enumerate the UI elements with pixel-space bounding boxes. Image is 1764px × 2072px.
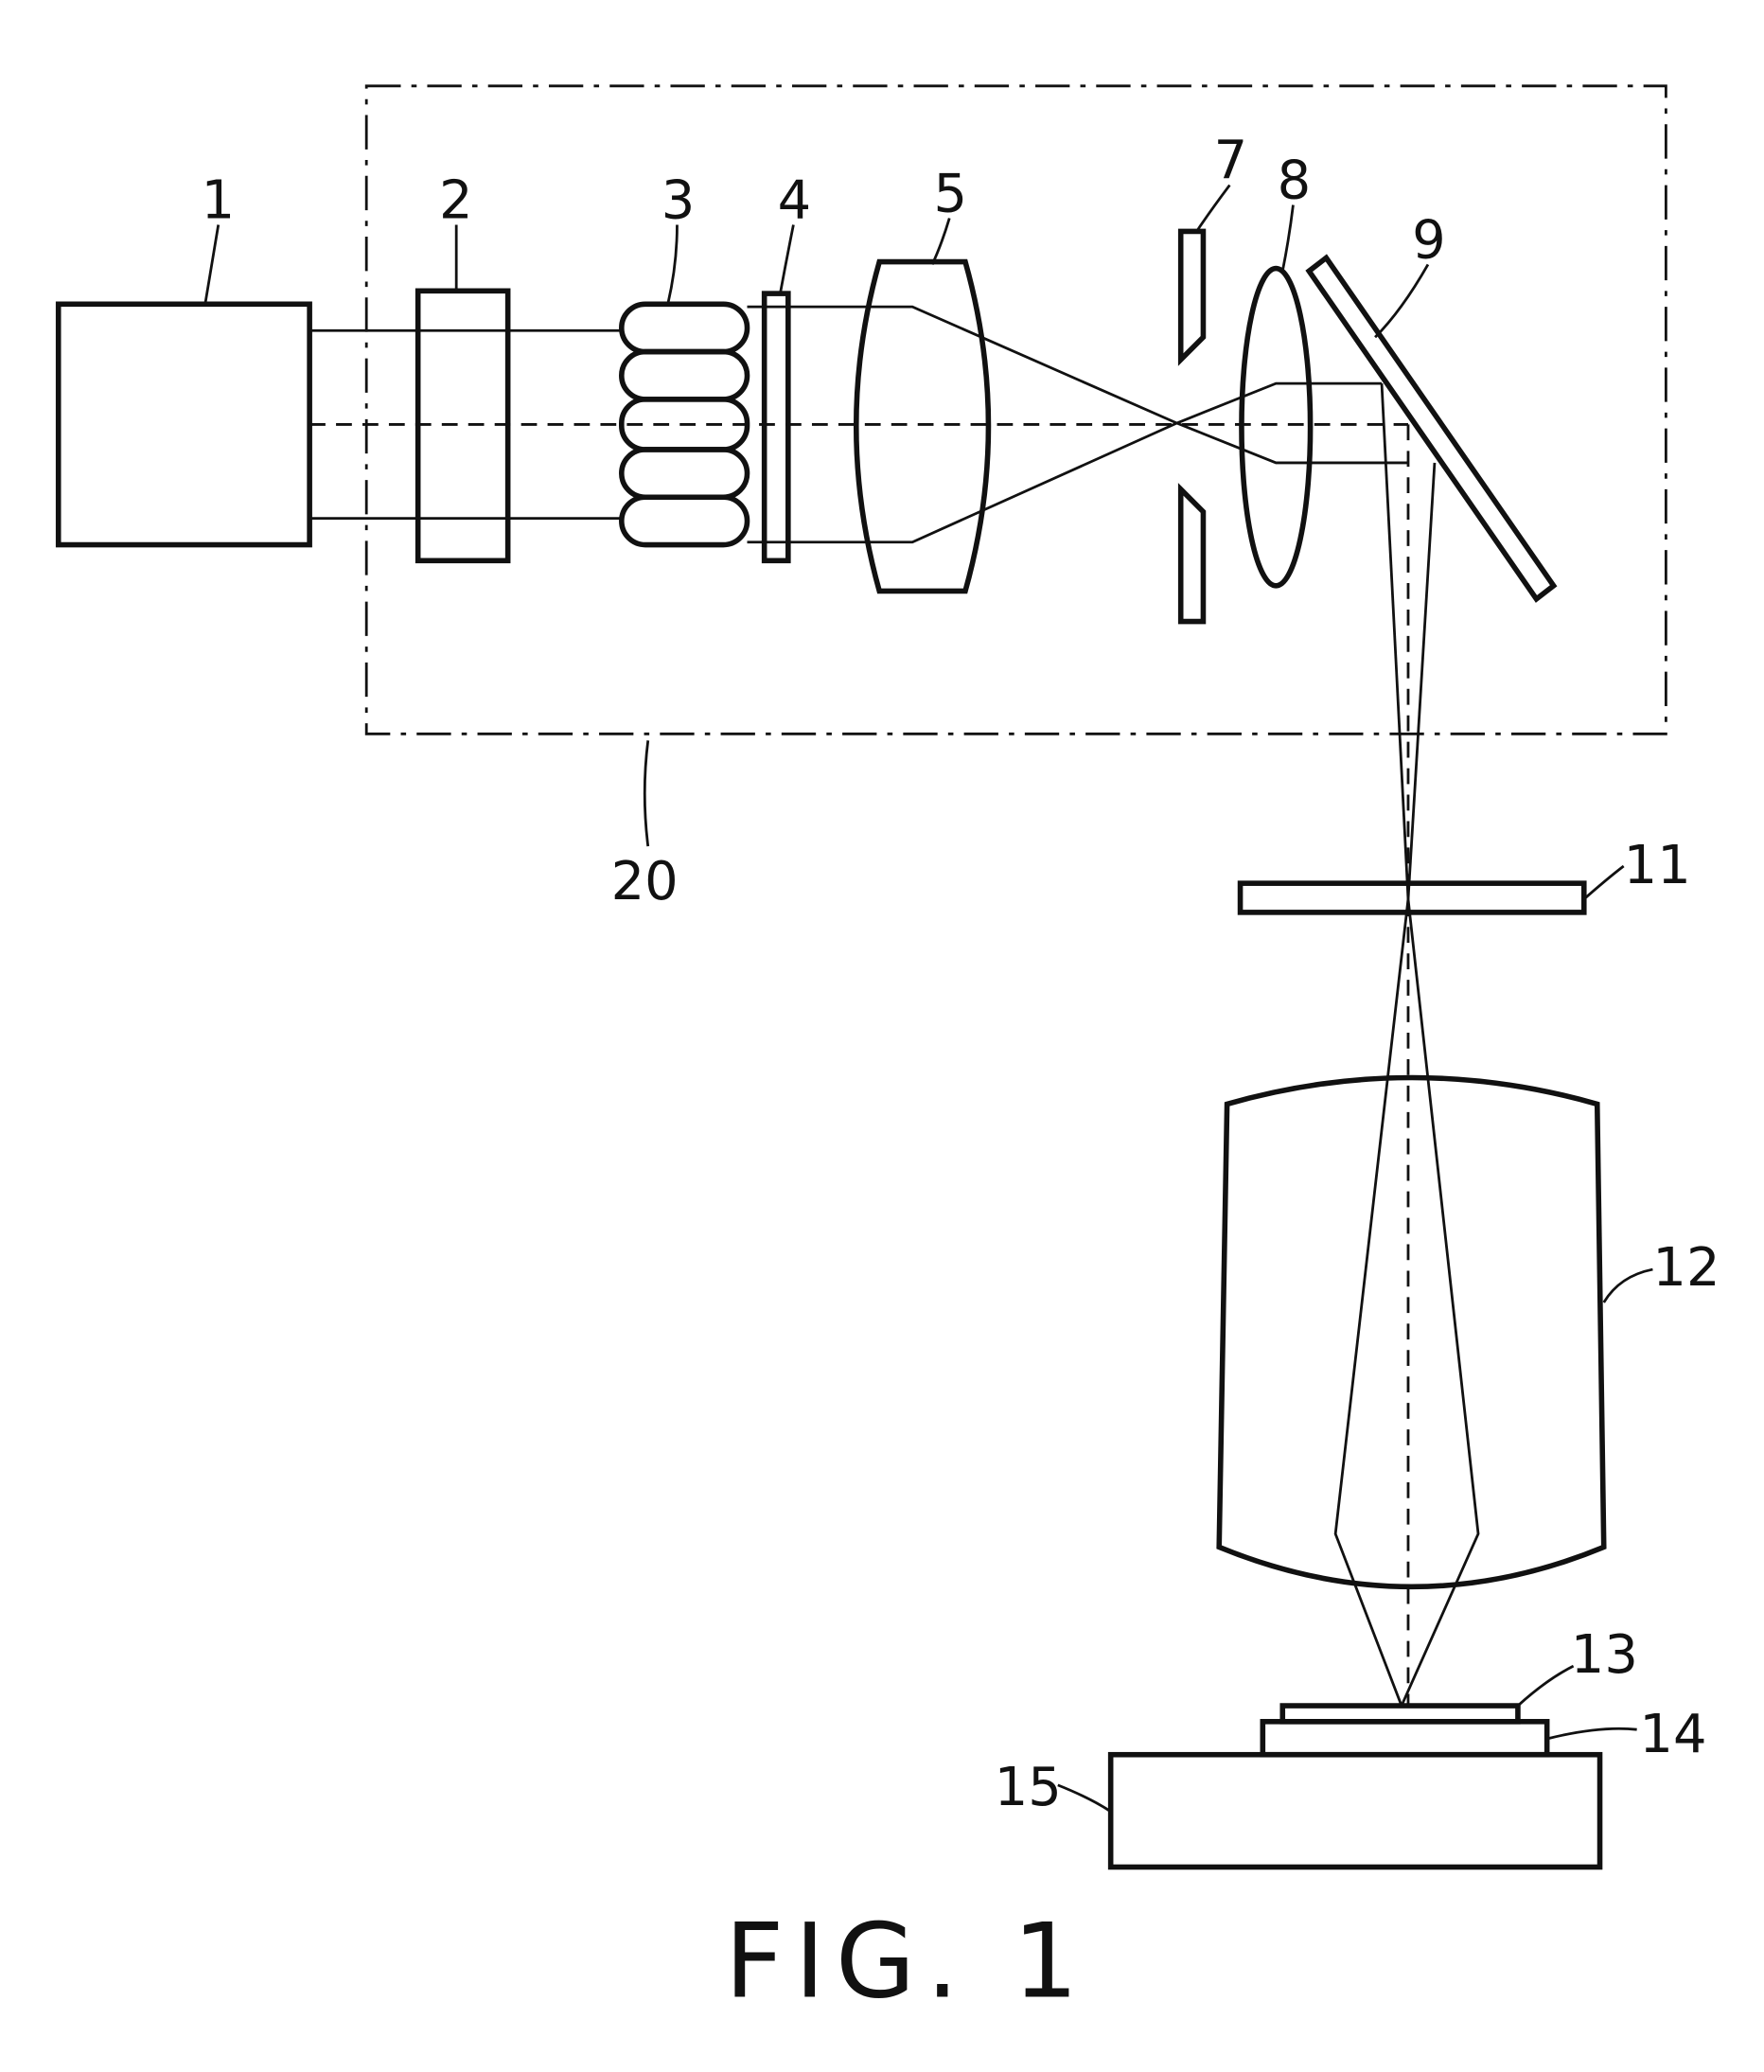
label-11: 11 xyxy=(1624,835,1691,896)
label-15: 15 xyxy=(995,1757,1062,1818)
plate-4 xyxy=(765,293,788,560)
lens-8 xyxy=(1242,269,1311,586)
label-14: 14 xyxy=(1639,1704,1706,1765)
label-7: 7 xyxy=(1214,131,1248,192)
label-12: 12 xyxy=(1652,1237,1720,1299)
label-1: 1 xyxy=(202,169,236,231)
label-4: 4 xyxy=(778,169,812,231)
projection-lens xyxy=(1219,1078,1604,1587)
aperture-upper-blade xyxy=(1181,231,1204,360)
wafer-holder xyxy=(1262,1722,1546,1755)
illumination-system-enclosure xyxy=(366,86,1666,734)
label-20: 20 xyxy=(611,851,679,912)
label-9: 9 xyxy=(1412,209,1446,271)
leader-lines xyxy=(205,186,1653,1812)
label-3: 3 xyxy=(662,169,696,231)
aperture-lower-blade xyxy=(1181,489,1204,622)
mask-plate xyxy=(1241,883,1584,912)
label-2: 2 xyxy=(439,169,473,231)
stage xyxy=(1111,1755,1600,1868)
light-source-box xyxy=(59,304,309,544)
label-13: 13 xyxy=(1571,1624,1638,1686)
figure-caption: FIG. 1 xyxy=(725,1901,1089,2021)
mirror xyxy=(1309,257,1553,598)
label-8: 8 xyxy=(1278,151,1312,212)
label-5: 5 xyxy=(933,164,967,225)
